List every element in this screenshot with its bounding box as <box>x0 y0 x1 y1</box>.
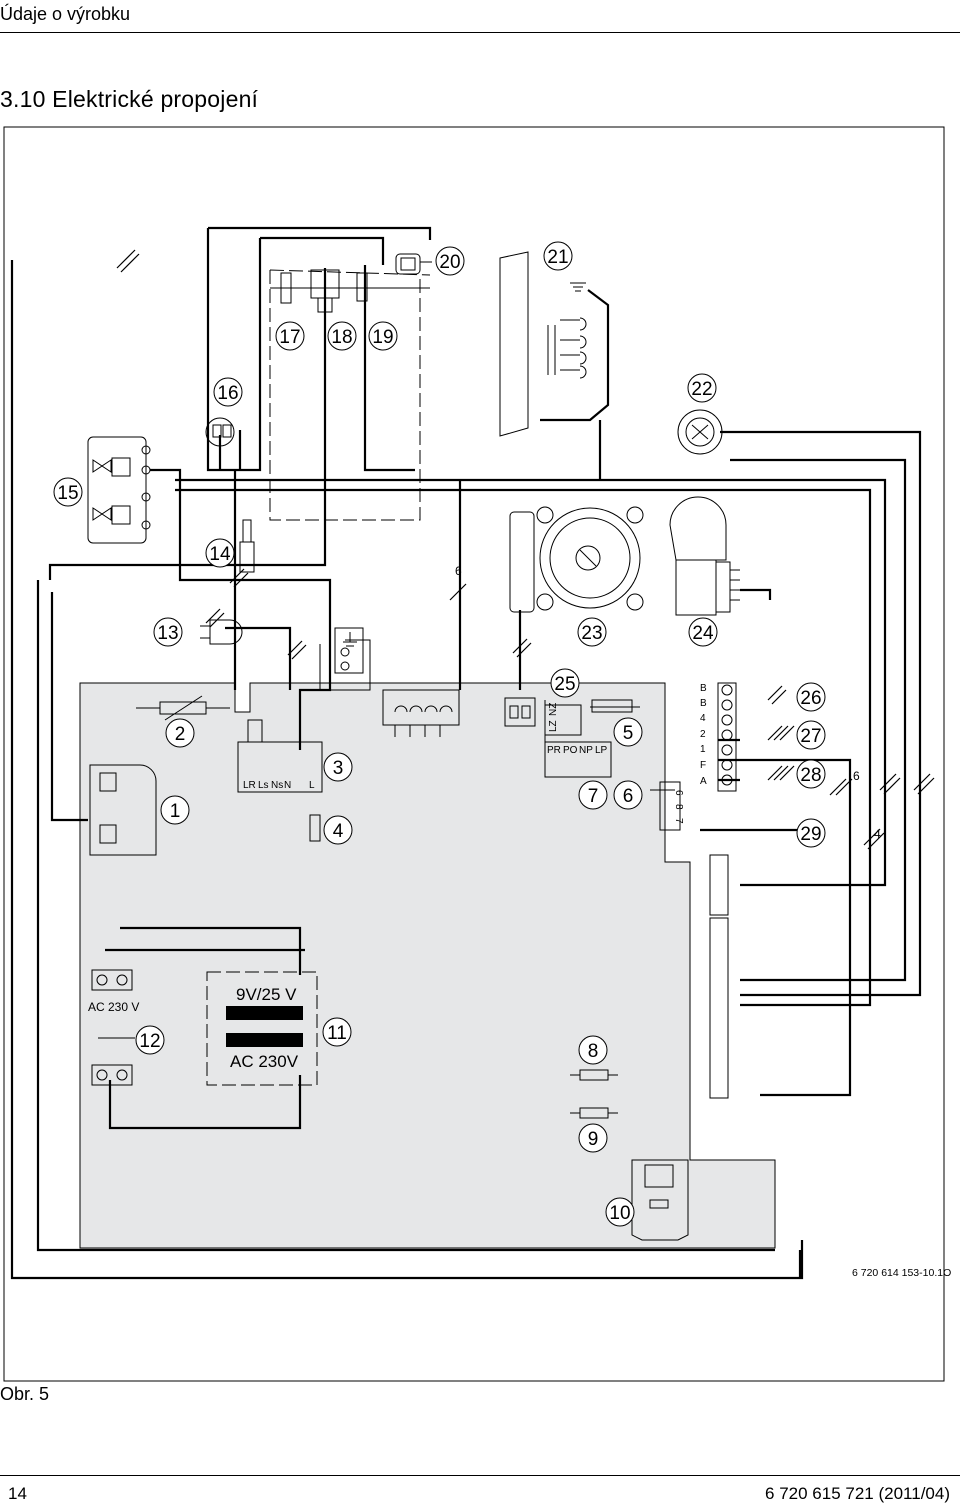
callout-26: 26 <box>800 688 821 709</box>
callout-2: 2 <box>175 724 186 745</box>
vt-6: 6 <box>673 790 684 796</box>
callout-15: 15 <box>57 483 78 504</box>
callout-24: 24 <box>692 623 714 644</box>
terminal-LR: LR <box>243 780 256 791</box>
pump-LP: LP <box>595 745 608 756</box>
pump-23 <box>509 506 644 613</box>
pump-PR: PR <box>547 745 561 756</box>
callout-1: 1 <box>170 801 181 822</box>
callout-4: 4 <box>333 821 344 842</box>
rt-B1: B <box>700 683 707 694</box>
callout-22: 22 <box>691 379 712 400</box>
callout-14: 14 <box>209 544 231 565</box>
fan-22 <box>677 409 723 455</box>
callout-13: 13 <box>157 623 178 644</box>
callout-19: 19 <box>372 327 393 348</box>
lz-label: LZ <box>548 720 559 732</box>
callout-17: 17 <box>279 327 300 348</box>
callout-18: 18 <box>331 327 352 348</box>
ac-label: AC 230 V <box>88 1000 139 1014</box>
callout-9: 9 <box>588 1129 599 1150</box>
callout-16: 16 <box>217 383 238 404</box>
pump-NP: NP <box>579 745 593 756</box>
terminal-Ns: Ns <box>271 780 283 791</box>
callout-27: 27 <box>800 726 821 747</box>
vt-7: 7 <box>673 818 684 824</box>
callout-3: 3 <box>333 758 344 779</box>
ignition-unit <box>499 251 587 437</box>
page-number: 14 <box>8 1484 27 1503</box>
callout-10: 10 <box>609 1203 630 1224</box>
callout-6: 6 <box>623 786 634 807</box>
section-title: 3.10 Elektrické propojení <box>0 86 259 112</box>
callout-29: 29 <box>800 824 821 845</box>
nz-label: NZ <box>548 703 559 716</box>
vt-8: 8 <box>673 804 684 810</box>
callout-20: 20 <box>439 252 460 273</box>
transformer-bottom-label: AC 230V <box>230 1052 299 1071</box>
terminal-L: L <box>309 780 315 791</box>
transformer <box>206 971 318 1086</box>
callout-7: 7 <box>588 786 599 807</box>
callout-21: 21 <box>547 247 568 268</box>
sensor-16 <box>205 417 235 447</box>
rt-B2: B <box>700 698 707 709</box>
terminal-Ls: Ls <box>258 780 269 791</box>
header-rule <box>0 32 960 33</box>
rt-F: F <box>700 760 706 771</box>
rt-2: 2 <box>700 729 706 740</box>
rt-A: A <box>700 776 707 787</box>
callout-28: 28 <box>800 765 821 786</box>
rt-4: 4 <box>700 713 706 724</box>
pump-PO: PO <box>563 745 578 756</box>
rt-1: 1 <box>700 744 706 755</box>
callout-5: 5 <box>623 723 634 744</box>
callout-23: 23 <box>581 623 602 644</box>
wire-count-4: 4 <box>874 827 881 841</box>
section-header: Údaje o výrobku <box>0 4 131 24</box>
callout-25: 25 <box>554 674 575 695</box>
document-number: 6 720 615 721 (2011/04) <box>765 1484 950 1503</box>
terminal-N: N <box>284 780 291 791</box>
wire-count-6a: 6 <box>455 564 462 578</box>
transformer-top-label: 9V/25 V <box>236 985 297 1004</box>
diverter-24 <box>669 496 740 616</box>
figure-code: 6 720 614 153-10.1O <box>852 1267 951 1279</box>
figure-caption: Obr. 5 <box>0 1384 50 1404</box>
wire-count-6b: 6 <box>853 769 860 783</box>
callout-12: 12 <box>139 1031 160 1052</box>
callout-8: 8 <box>588 1041 599 1062</box>
footer-rule <box>0 1475 960 1476</box>
control-board <box>79 682 776 1249</box>
gas-valve <box>87 436 151 544</box>
callout-11: 11 <box>327 1023 347 1044</box>
